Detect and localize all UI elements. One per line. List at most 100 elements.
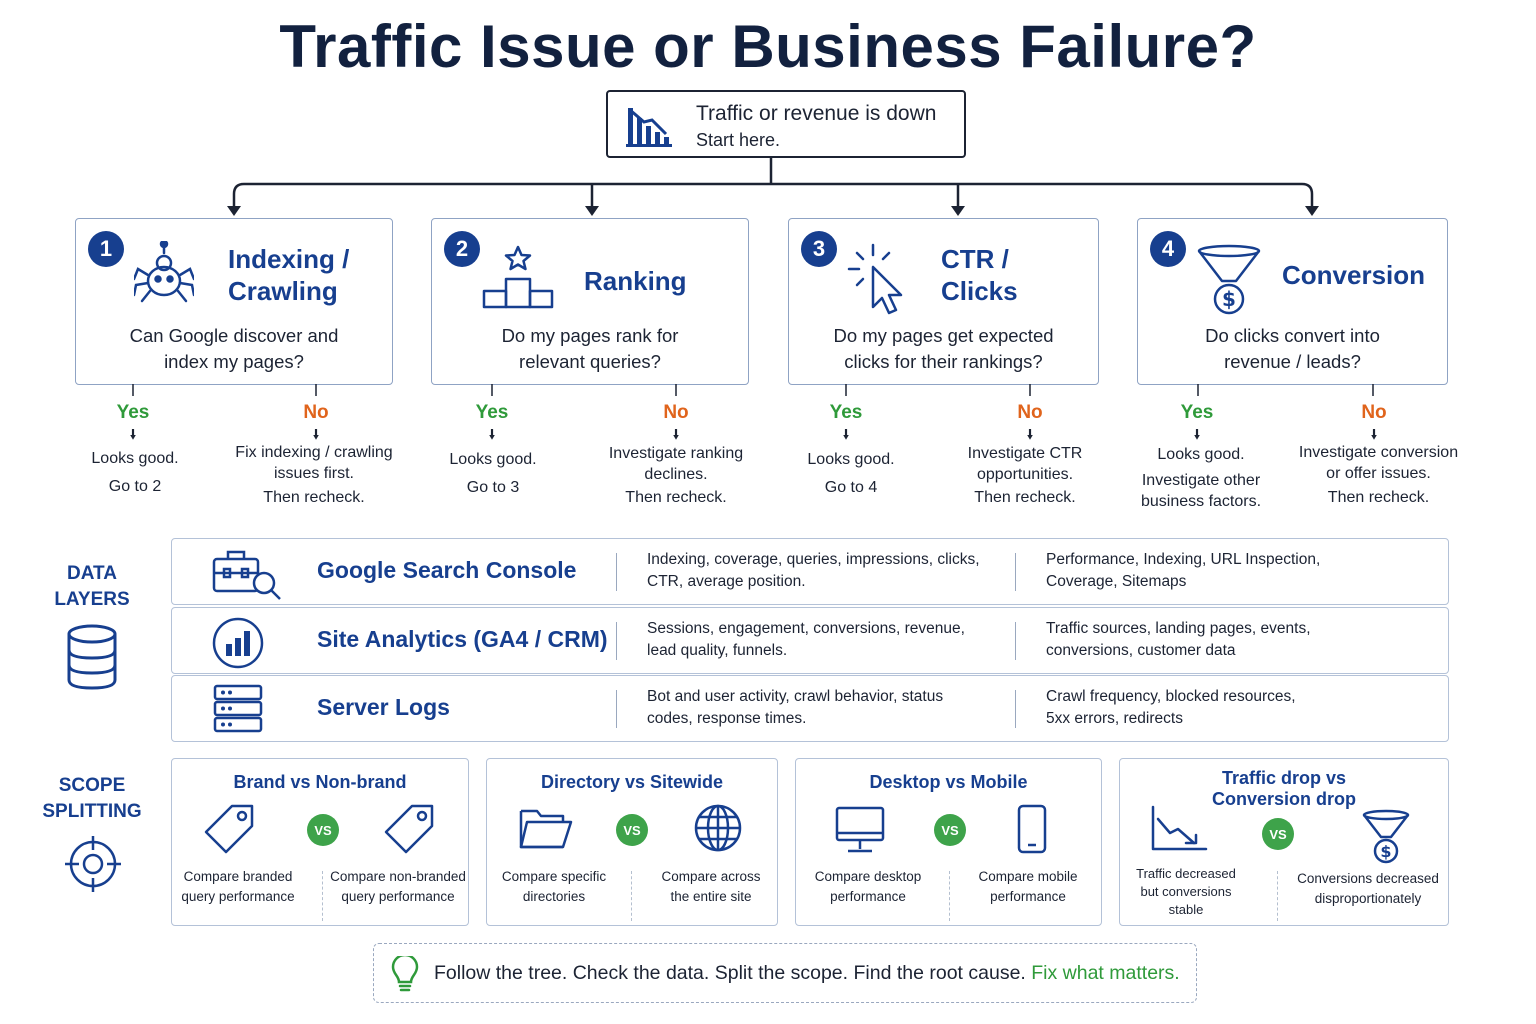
no-outcome: Fix indexing / crawling issues first. (235, 444, 393, 482)
yes-outcome: Looks good. (807, 451, 895, 468)
scope-left-caption: Compare specific directories (501, 869, 607, 904)
yes-label: Yes (475, 402, 509, 423)
footer-highlight: Fix what matters. (1031, 962, 1180, 984)
layer-desc: Indexing, coverage, queries, impressions… (647, 551, 980, 590)
step-heading: Indexing / Crawling (228, 244, 350, 306)
divider (1015, 622, 1016, 660)
tag-icon (204, 804, 254, 854)
step-heading: Conversion (1282, 260, 1426, 290)
arrow-down-icon: 🠛 (312, 426, 320, 442)
vs-badge: VS (1262, 818, 1294, 850)
svg-text:$: $ (1222, 287, 1236, 311)
step-conversion: 4 $ Conversion Do clicks convert into re… (1137, 218, 1448, 385)
scope-left-caption: Compare desktop performance (814, 869, 922, 904)
arrow-down-icon: 🠛 (842, 426, 850, 442)
layer-name: Google Search Console (317, 557, 577, 583)
layer-desc: Sessions, engagement, conversions, reven… (647, 620, 965, 659)
scope-brand-vs-nonbrand: Brand vs Non-brand VS Compare branded qu… (171, 758, 469, 926)
divider (631, 871, 632, 921)
scope-right-caption: Compare across the entire site (661, 869, 761, 904)
search-console-icon (212, 550, 281, 600)
scope-right-caption: Compare non-branded query performance (330, 869, 466, 904)
target-icon (65, 836, 121, 892)
layer-row-server-logs: Server Logs Bot and user activity, crawl… (171, 675, 1449, 742)
layer-reports: Crawl frequency, blocked resources, 5xx … (1046, 688, 1296, 727)
branch-ticks (132, 384, 1374, 396)
layer-reports: Traffic sources, landing pages, events, … (1046, 620, 1311, 659)
yes-next: Investigate other business factors. (1140, 472, 1262, 510)
scope-traffic-vs-conversion-drop: Traffic drop vs Conversion drop VS $ Tra… (1119, 758, 1449, 926)
arrow-down-icon: 🠛 (488, 426, 496, 442)
no-label: No (1361, 402, 1387, 423)
step-number: 4 (1150, 231, 1186, 267)
podium-star-icon (482, 245, 554, 309)
no-outcome: Investigate ranking declines. (608, 445, 744, 483)
start-subtitle: Start here. (696, 130, 781, 150)
yes-label: Yes (829, 402, 863, 423)
no-next: Then recheck. (974, 489, 1076, 506)
svg-text:$: $ (1380, 842, 1391, 861)
start-title: Traffic or revenue is down (696, 102, 937, 125)
no-label: No (663, 402, 689, 423)
step-number: 1 (88, 231, 124, 267)
layer-row-search-console: Google Search Console Indexing, coverage… (171, 538, 1449, 605)
data-layers-label: DATA LAYERS (54, 563, 130, 610)
step-heading: CTR / Clicks (941, 244, 1018, 306)
tag-icon (384, 804, 434, 854)
tree-connectors (227, 158, 1319, 216)
divider (616, 553, 617, 591)
no-outcome: Investigate CTR opportunities. (967, 445, 1083, 483)
folder-icon (519, 809, 573, 849)
desktop-icon (835, 806, 885, 853)
yes-next: Go to 4 (824, 479, 878, 496)
footer-callout: Follow the tree. Check the data. Split t… (373, 943, 1197, 1003)
no-next: Then recheck. (625, 489, 727, 506)
page-title: Traffic Issue or Business Failure? (279, 13, 1257, 80)
step-question: Do my pages get expected clicks for thei… (833, 325, 1054, 372)
arrow-down-icon: 🠛 (1370, 426, 1378, 442)
no-label: No (303, 402, 329, 423)
yes-label: Yes (1180, 402, 1214, 423)
divider (1277, 871, 1278, 921)
scope-title: Directory vs Sitewide (540, 772, 724, 792)
step-indexing-crawling: 1 Indexing / Crawling Can Google discove… (75, 218, 393, 385)
step-question: Do clicks convert into revenue / leads? (1205, 325, 1380, 372)
trend-down-icon (1151, 805, 1208, 851)
yes-outcome: Looks good. (449, 451, 537, 468)
arrow-down-icon: 🠛 (1193, 426, 1201, 442)
arrow-down-icon: 🠛 (1026, 426, 1034, 442)
step-ranking: 2 Ranking Do my pages rank for relevant … (431, 218, 749, 385)
footer-text: Follow the tree. Check the data. Split t… (434, 962, 1180, 985)
vs-badge: VS (616, 814, 648, 846)
layer-reports: Performance, Indexing, URL Inspection, C… (1046, 551, 1321, 590)
cursor-click-icon (847, 243, 903, 315)
divider (616, 690, 617, 728)
scope-title: Traffic drop vs Conversion drop (1211, 768, 1356, 809)
scope-left-caption: Traffic decreased but conversions stable (1136, 866, 1236, 917)
no-outcome: Investigate conversion or offer issues. (1298, 444, 1459, 482)
divider (616, 622, 617, 660)
no-next: Then recheck. (1327, 489, 1430, 506)
spider-icon (134, 241, 194, 303)
yes-label: Yes (116, 402, 150, 423)
no-next: Then recheck. (263, 489, 365, 506)
step-question: Do my pages rank for relevant queries? (501, 325, 679, 372)
step-number: 3 (801, 231, 837, 267)
yes-next: Go to 3 (466, 479, 520, 496)
layer-row-site-analytics: Site Analytics (GA4 / CRM) Sessions, eng… (171, 607, 1449, 674)
vs-badge: VS (307, 814, 339, 846)
divider (1015, 690, 1016, 728)
no-label: No (1017, 402, 1043, 423)
scope-title: Brand vs Non-brand (233, 772, 407, 792)
arrow-down-icon: 🠛 (672, 426, 680, 442)
layer-name: Server Logs (317, 694, 450, 720)
server-icon (213, 684, 263, 733)
divider (322, 871, 323, 921)
layer-name: Site Analytics (GA4 / CRM) (317, 626, 608, 652)
footer-main-text: Follow the tree. Check the data. Split t… (434, 962, 1026, 984)
funnel-dollar-icon: $ (1362, 809, 1410, 864)
vs-badge: VS (934, 814, 966, 846)
yes-next: Go to 2 (108, 478, 162, 495)
step-number: 2 (444, 231, 480, 267)
analytics-icon (212, 617, 264, 669)
